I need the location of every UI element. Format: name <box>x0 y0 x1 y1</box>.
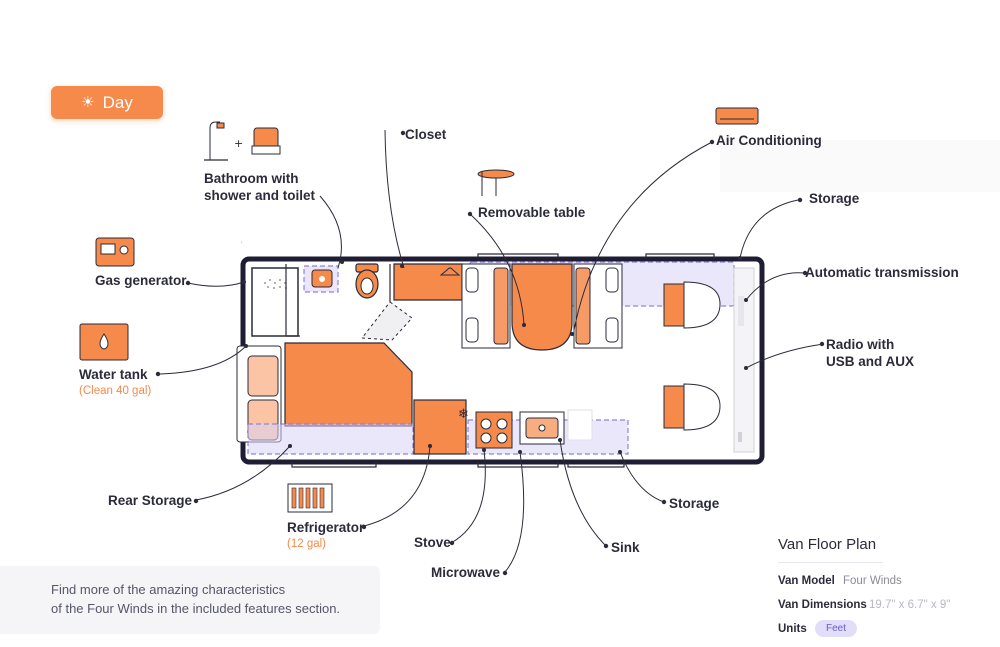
label-microwave: Microwave <box>431 565 501 580</box>
label-air-conditioning: Air Conditioning <box>716 133 822 148</box>
shower <box>251 267 299 337</box>
label-gas-generator: Gas generator <box>95 273 187 288</box>
label-water-tank-capacity: (Clean 40 gal) <box>79 385 152 397</box>
windows <box>291 253 715 468</box>
label-automatic-transmission: Automatic transmission <box>805 265 959 280</box>
label-storage-top: Storage <box>809 191 860 206</box>
legend-model-label: Van Model <box>778 575 835 587</box>
bathroom-wall <box>285 264 300 337</box>
leader-dots <box>155 130 825 576</box>
units-toggle[interactable]: Feet <box>815 620 857 637</box>
svg-text:❄: ❄ <box>458 407 469 422</box>
day-mode-button[interactable]: ☀ Day <box>51 86 163 119</box>
removable-table <box>511 263 573 351</box>
label-bathroom: Bathroom with shower and toilet <box>204 171 316 203</box>
label-rear-storage: Rear Storage <box>108 493 193 508</box>
legend-title: Van Floor Plan <box>778 536 877 553</box>
svg-text:+: + <box>234 137 243 150</box>
dashboard <box>733 267 755 453</box>
table-icon <box>477 169 515 196</box>
leader-lines <box>159 129 825 573</box>
air-conditioner-icon <box>715 107 759 125</box>
bathroom-sink <box>303 265 339 293</box>
label-closet: Closet <box>405 127 447 142</box>
bed <box>236 342 414 455</box>
bathroom-door <box>361 301 413 341</box>
svg-text:.: . <box>240 235 243 246</box>
legend-model-value: Four Winds <box>843 575 902 587</box>
label-sink: Sink <box>611 540 640 555</box>
label-removable-table: Removable table <box>478 205 586 220</box>
info-text: Find more of the amazing characteristics… <box>51 582 341 616</box>
closet <box>393 263 463 301</box>
sun-icon: ☀ <box>81 94 95 111</box>
legend-dimensions-label: Van Dimensions <box>778 599 867 611</box>
toilet <box>355 263 379 299</box>
label-water-tank: Water tank <box>79 367 148 382</box>
shower-toilet-icon: + <box>204 121 281 161</box>
label-storage-bottom: Storage <box>669 496 720 511</box>
label-stove: Stove <box>414 535 451 550</box>
refrigerator: ❄ <box>413 399 469 455</box>
label-refrigerator: Refrigerator <box>287 520 365 535</box>
legend-dimensions-value: 19.7" x 6.7" x 9" <box>869 599 951 611</box>
kitchen-counter <box>467 409 629 455</box>
water-tank-icon <box>79 323 129 361</box>
legend-units-label: Units <box>778 623 807 635</box>
day-mode-label: Day <box>102 92 133 112</box>
info-panel <box>0 566 380 634</box>
label-radio: Radio with USB and AUX <box>826 337 915 369</box>
legend-divider <box>778 562 883 563</box>
refrigerator-icon <box>287 483 333 513</box>
label-refrigerator-capacity: (12 gal) <box>287 538 326 550</box>
front-seats <box>663 281 721 431</box>
generator-icon <box>95 237 135 267</box>
background-fade <box>720 140 1000 192</box>
